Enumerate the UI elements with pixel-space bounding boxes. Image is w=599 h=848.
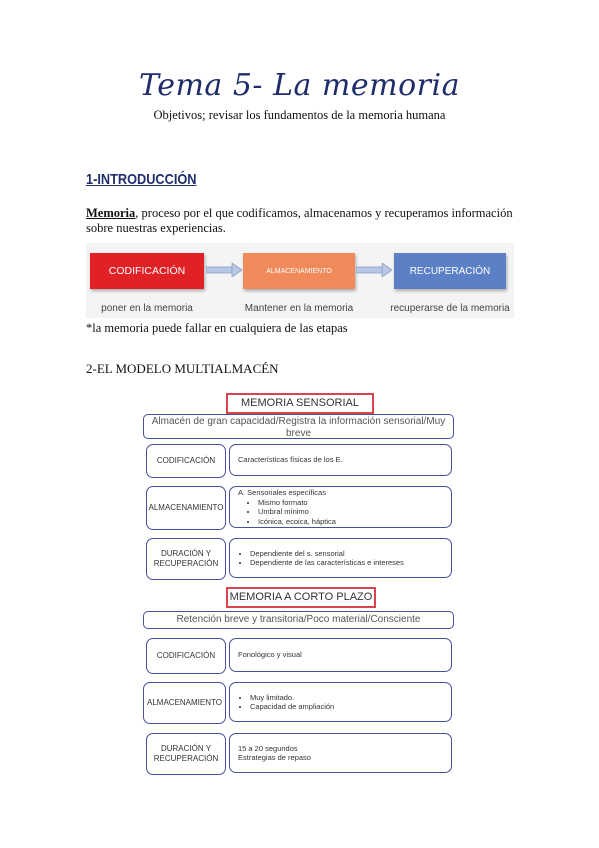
row-label: CODIFICACIÓN [146, 638, 226, 674]
list-item: Dependiente del s. sensorial [250, 549, 451, 559]
definition-term: Memoria [86, 206, 136, 220]
row-label: ALMACENAMIENTO [146, 486, 226, 530]
list-item: Muy limitado. [250, 693, 451, 703]
list-item: Capacidad de ampliación [250, 702, 451, 712]
process-caption: Mantener en la memoria [244, 303, 354, 314]
row-label: DURACIÓN Y RECUPERACIÓN [146, 538, 226, 580]
process-step-almacenamiento: ALMACENAMIENTO [243, 253, 355, 289]
row-content: 15 a 20 segundos Estrategias de repaso [229, 733, 452, 773]
memoria-corto-plazo-summary: Retención breve y transitoria/Poco mater… [143, 611, 454, 629]
memory-process-diagram: CODIFICACIÓN ALMACENAMIENTO RECUPERACIÓN… [86, 243, 514, 318]
list-item: Mismo formato [258, 498, 451, 508]
row-label: DURACIÓN Y RECUPERACIÓN [146, 733, 226, 775]
row-content: Características físicas de los E. [229, 444, 452, 476]
memoria-sensorial-title: MEMORIA SENSORIAL [226, 393, 374, 414]
row-label: CODIFICACIÓN [146, 444, 226, 478]
list-item: Dependiente de las características e int… [250, 558, 451, 568]
page-subtitle: Objetivos; revisar los fundamentos de la… [153, 108, 446, 122]
process-caption: recuperarse de la memoria [390, 303, 510, 314]
row-content: Dependiente del s. sensorial Dependiente… [229, 538, 452, 578]
process-note: *la memoria puede fallar en cualquiera d… [86, 321, 348, 335]
section-heading-modelo: 2-EL MODELO MULTIALMACÉN [86, 361, 279, 376]
process-caption: poner en la memoria [101, 303, 193, 314]
section-heading-introduccion: 1-INTRODUCCIÓN [86, 171, 197, 188]
arrow-right-icon [356, 263, 392, 277]
list-item: Icónica, ecoica, háptica [258, 517, 451, 527]
row-content: Muy limitado. Capacidad de ampliación [229, 682, 452, 722]
row-label: ALMACENAMIENTO [143, 682, 226, 724]
page-title: Tema 5- La memoria [139, 68, 460, 103]
row-content: Fonológico y visual [229, 638, 452, 672]
memoria-corto-plazo-title: MEMORIA A CORTO PLAZO [226, 587, 376, 608]
process-step-codificacion: CODIFICACIÓN [90, 253, 204, 289]
row-content: A. Sensoriales específicas Mismo formato… [229, 486, 452, 528]
list-item: Umbral mínimo [258, 507, 451, 517]
process-step-recuperacion: RECUPERACIÓN [394, 253, 506, 289]
memoria-sensorial-summary: Almacén de gran capacidad/Registra la in… [143, 414, 454, 439]
definition-paragraph: Memoria, proceso por el que codificamos,… [86, 206, 516, 236]
definition-text: , proceso por el que codificamos, almace… [86, 206, 513, 235]
arrow-right-icon [206, 263, 242, 277]
